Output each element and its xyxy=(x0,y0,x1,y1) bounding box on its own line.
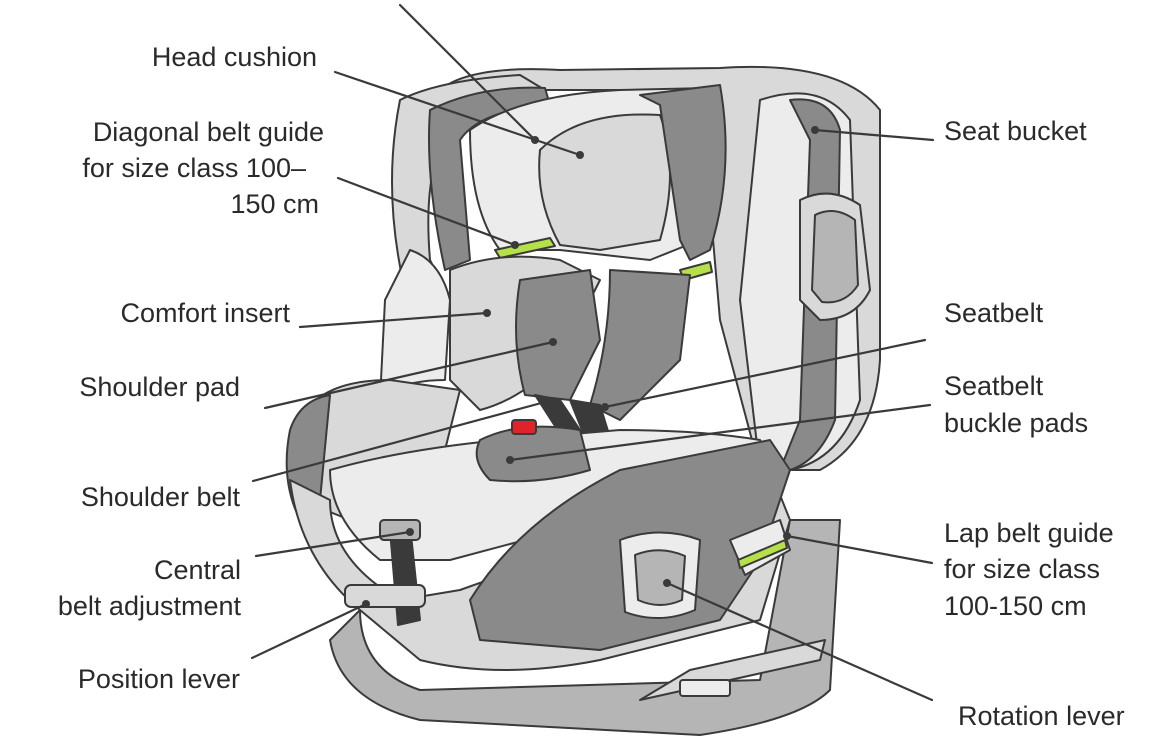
leader-seat-bucket xyxy=(813,128,935,142)
leader-head-cushion xyxy=(333,70,582,157)
head-cushion-pad xyxy=(538,113,671,251)
label-head-cushion: Head cushion xyxy=(151,42,317,72)
anchor-seatbelt xyxy=(601,403,609,411)
position-lever-handle xyxy=(344,584,426,608)
shoulder-pad-right xyxy=(589,269,691,421)
label-shoulder-belt: Shoulder belt xyxy=(80,482,240,512)
leader-position-lever xyxy=(250,602,368,660)
rotation-lever-button xyxy=(634,549,686,606)
anchor-position-lever xyxy=(362,600,370,608)
seat-base xyxy=(329,519,841,736)
label-comfort-insert: Comfort insert xyxy=(120,298,290,328)
leader-buckle-pads xyxy=(508,403,932,462)
anchor-central-belt xyxy=(406,528,414,536)
lap-belt-guide-green xyxy=(737,539,788,569)
leader-central-belt xyxy=(254,530,412,558)
anchor-rotation-lever xyxy=(663,579,671,587)
leader-lines xyxy=(250,3,935,702)
anchor-top xyxy=(531,136,539,144)
backrest-left-wing xyxy=(379,249,451,401)
label-buckle-pads-line1: Seatbelt xyxy=(944,371,1044,401)
leader-shoulder-pad xyxy=(263,340,555,410)
anchor-comfort-insert xyxy=(483,309,491,317)
anchor-shoulder-belt xyxy=(541,398,549,406)
label-position-lever: Position lever xyxy=(77,664,240,694)
anchor-seat-bucket xyxy=(811,126,819,134)
label-diagonal-belt-guide-line1: Diagonal belt guide xyxy=(92,117,324,147)
label-diagonal-belt-guide-line3: 150 cm xyxy=(230,189,319,219)
label-diagonal-belt-guide-line2: for size class 100– xyxy=(82,153,306,183)
car-seat-illustration xyxy=(285,65,881,736)
leader-diagonal-belt-guide xyxy=(336,176,517,247)
leader-comfort-insert xyxy=(298,311,489,329)
label-lap-belt-guide-line3: 100-150 cm xyxy=(944,591,1087,621)
label-shoulder-pad: Shoulder pad xyxy=(79,372,240,402)
label-buckle-pads-line2: buckle pads xyxy=(944,408,1089,438)
label-lap-belt-guide-line2: for size class xyxy=(944,554,1101,584)
label-central-belt-line2: belt adjustment xyxy=(57,591,241,621)
side-panel-inner xyxy=(811,210,859,304)
leader-lap-belt-guide xyxy=(785,534,934,565)
leader-seatbelt xyxy=(603,338,927,409)
anchor-shoulder-pad xyxy=(549,338,557,346)
leader-shoulder-belt xyxy=(251,400,547,483)
diagonal-belt-guide-left xyxy=(494,237,556,259)
seatbelt-buckle xyxy=(511,419,537,435)
anchor-diagonal-belt-guide xyxy=(511,241,519,249)
leader-rotation-lever xyxy=(665,581,934,702)
leader-top xyxy=(398,3,537,142)
label-lap-belt-guide-line1: Lap belt guide xyxy=(944,518,1114,548)
shoulder-pad-left xyxy=(515,269,601,401)
anchor-lap-belt-guide xyxy=(783,532,791,540)
label-rotation-lever: Rotation lever xyxy=(958,701,1125,731)
headrest-right-band xyxy=(639,84,727,261)
label-central-belt-line1: Central xyxy=(153,555,241,585)
anchor-buckle-pads xyxy=(506,456,514,464)
base-latch xyxy=(679,679,731,697)
label-seat-bucket: Seat bucket xyxy=(944,116,1087,146)
anchor-head-cushion xyxy=(576,151,584,159)
label-seatbelt: Seatbelt xyxy=(944,298,1044,328)
central-belt-adjuster xyxy=(379,519,421,541)
